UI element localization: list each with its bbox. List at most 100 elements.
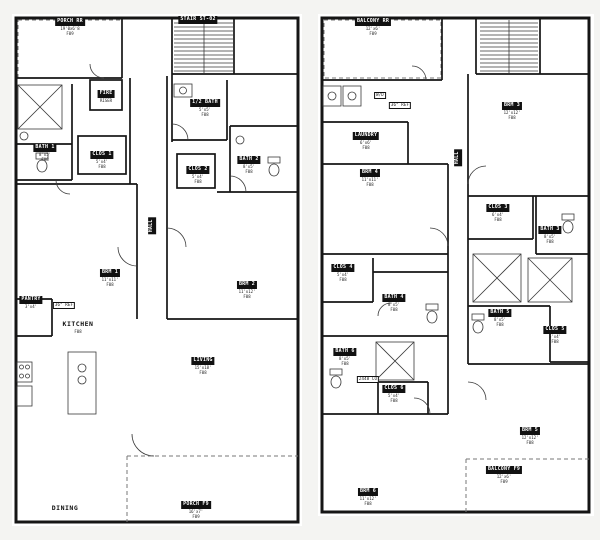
stair-treads-icon [480,20,538,73]
room-name: BRM 6 [357,488,379,496]
room-name: CLOS 4 [331,264,355,272]
room-dim: 16'x7' [188,508,204,514]
kitchen-island-icon [67,351,97,415]
sink-icon [19,83,245,145]
toilet-icon [35,152,281,177]
room-code: F08 [390,307,398,313]
room-name: PORCH RR [55,18,85,26]
balcony-f9-outline [465,458,589,512]
room-dim: 12'x12' [503,109,521,115]
room-name: BALCONY F9 [485,466,523,474]
room-name: LIVING [191,357,215,365]
room-dim: 8'x5' [543,233,557,239]
room-name: HALL [148,217,156,235]
room-name: BRM 1 [99,269,121,277]
room-name: DINING [51,504,79,512]
room-dim: 6'x4' [491,211,505,217]
room-dim: 11'x12' [359,495,377,501]
room-dim: 5'x4' [95,158,109,164]
shower-icon [375,253,573,381]
room-code: F08 [364,501,372,507]
label-ref-2: 36" REF [388,102,412,109]
room-code: F09 [500,479,508,485]
room-dim: 12'x6' [365,25,381,31]
room-dim: 5'x5' [198,106,212,112]
room-dim: 3'x4' [24,303,38,309]
room-code: F08 [508,115,516,121]
label-wd: W/D [374,92,386,99]
room-code: F08 [546,239,554,245]
room-code: F08 [551,339,559,345]
room-dim: 12'x6' [496,473,512,479]
laundry-sink-icon [322,85,362,107]
range-icon [16,361,33,407]
room-code: F08 [194,179,202,185]
room-code: F08 [41,157,49,163]
room-code: F08 [366,182,374,188]
room-name: BATH 4 [382,294,406,302]
shower-icon [17,84,63,130]
room-code: F09 [192,514,200,520]
room-name: CLOS 1 [90,151,114,159]
room-code: F08 [526,440,534,446]
exterior-wall [14,16,300,524]
second-floor-drawing [320,16,591,514]
room-name: 36" REF [388,102,412,109]
room-dim: 5'x4' [387,392,401,398]
interior-walls [322,18,589,415]
fire-riser-closet [89,79,123,111]
room-name: 1/2 BATH [190,99,220,107]
room-code: F08 [201,112,209,118]
room-name: HALL [454,149,462,167]
room-name: PORCH F9 [181,501,211,509]
room-name: BRM 5 [519,427,541,435]
room-dim: 15'x18' [194,364,212,370]
room-code: F08 [245,169,253,175]
room-name: CLOS 6 [382,385,406,393]
room-dim: 12'x12' [521,434,539,440]
room-name: BRM 2 [236,281,258,289]
room-name: BALCONY RR [354,18,392,26]
room-name: BRM 4 [359,169,381,177]
room-code: F08 [496,322,504,328]
room-dim: 5'x4' [336,271,350,277]
room-name: CLOS 2 [186,166,210,174]
room-name: CLOS 3 [486,204,510,212]
room-dim: 19'0x6'8 [60,25,80,31]
label-stair: STAIR ST-02 [178,16,218,24]
room-code: F08 [98,164,106,170]
label-ref: 36" REF [52,302,76,309]
room-dim: RISER [99,97,113,103]
room-name: W/D [374,92,386,99]
room-code: F09 [369,31,377,37]
label-dining: DINING [50,504,80,513]
room-name: 36" REF [52,302,76,309]
door-swing-arcs [377,65,487,415]
room-name: BATH 6 [333,348,357,356]
room-code: F08 [362,145,370,151]
room-code: F08 [390,398,398,404]
